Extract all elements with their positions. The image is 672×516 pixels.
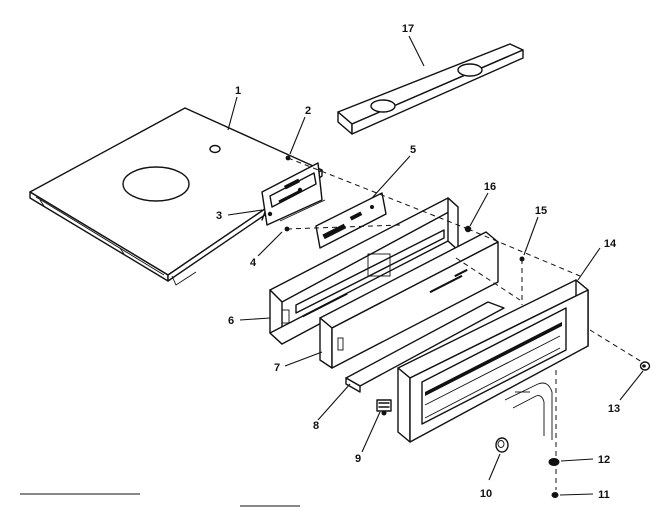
callout-labels: 1 2 3 4 5 6 7 8 9 10 11 12 13 14 15 16 1… — [216, 23, 620, 501]
callout-16: 16 — [484, 181, 496, 193]
callout-17: 17 — [402, 23, 414, 35]
callout-12: 12 — [598, 454, 610, 466]
callout-13: 13 — [608, 403, 620, 415]
bolt-13 — [639, 361, 651, 371]
callout-15: 15 — [535, 205, 547, 217]
trim-strip — [345, 301, 505, 393]
callout-1: 1 — [235, 85, 241, 97]
callout-10: 10 — [480, 488, 492, 500]
washer-12 — [548, 458, 560, 466]
callout-2: 2 — [305, 105, 311, 117]
alignment-lines — [286, 157, 643, 490]
control-bracket — [261, 162, 326, 226]
leader-lines — [227, 35, 644, 496]
callout-14: 14 — [604, 238, 617, 250]
top-trim — [337, 43, 524, 135]
callout-8: 8 — [313, 420, 319, 432]
back-frame — [269, 197, 459, 345]
background-fragment — [20, 382, 553, 507]
nut-11 — [551, 492, 559, 498]
knob-10 — [495, 437, 509, 453]
clip — [376, 399, 392, 416]
callout-6: 6 — [228, 315, 234, 327]
switch-plate — [315, 192, 387, 249]
callout-11: 11 — [598, 489, 610, 501]
callout-7: 7 — [274, 362, 280, 374]
control-panel — [319, 231, 499, 369]
callout-9: 9 — [355, 453, 361, 465]
front-frame — [397, 279, 589, 443]
callout-5: 5 — [410, 144, 416, 156]
callout-3: 3 — [216, 210, 222, 222]
callout-4: 4 — [250, 257, 257, 269]
